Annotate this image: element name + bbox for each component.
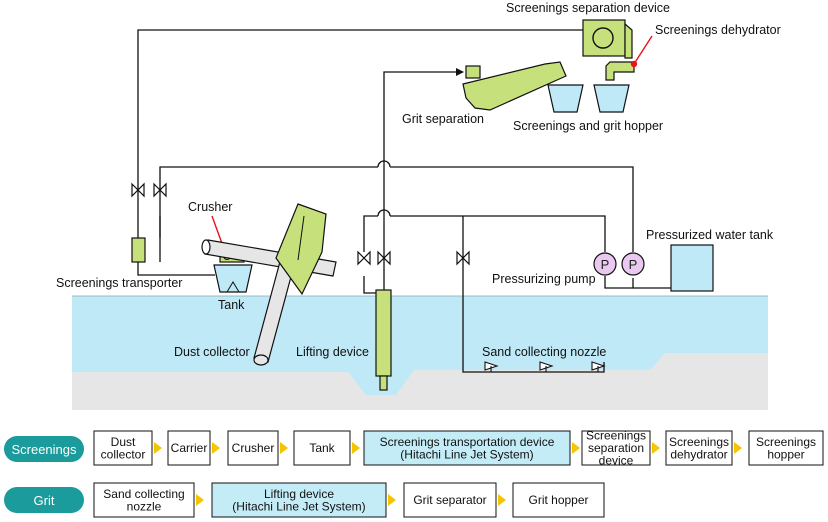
red-dot-icon [630,35,653,68]
tank [213,264,253,293]
label-screenings-transporter: Screenings transporter [56,276,182,290]
arrow-right-icon [196,494,204,506]
screenings-step-label: Screenings [586,429,646,443]
arrow-right-icon [352,442,360,454]
screenings-step-label: device [599,454,634,468]
screenings-dehydrator [605,61,635,81]
screenings-step-box: Carrier [167,430,211,466]
grit-step-label: (Hitachi Line Jet System) [232,499,365,513]
valve-icon[interactable] [357,250,371,266]
valve-icon[interactable] [456,250,470,266]
screen-rake [275,203,327,296]
label-crusher: Crusher [188,200,232,214]
screenings-separation-device [582,19,633,59]
grit-hopper [547,84,584,113]
screenings-step-label: Crusher [232,441,275,455]
grit-step-box: Grit separator [403,482,497,518]
grit-step-label: Lifting device [264,487,334,501]
pump-circle-icon: P [593,252,617,276]
grit-pill-label: Grit [34,493,55,508]
label-screenings-dehydrator: Screenings dehydrator [655,23,781,37]
screenings-step-box: Tank [293,430,351,466]
arrow-right-icon [498,494,506,506]
arrow-right-icon [154,442,162,454]
label-sand-collecting-nozzle: Sand collecting nozzle [482,345,606,359]
label-pressurized-water-tank: Pressurized water tank [646,228,774,242]
screenings-step-label: Screenings transportation device [380,435,555,449]
label-tank: Tank [218,298,245,312]
screenings-step-box: Screenings transportation device(Hitachi… [363,430,571,466]
screenings-step-label: dehydrator [670,447,727,461]
screenings-step-label: Carrier [171,441,208,455]
grit-step-box: Lifting device(Hitachi Line Jet System) [211,482,387,518]
lifting-device [375,289,392,391]
grit-step-label: nozzle [127,499,162,513]
label-screenings-separation-device: Screenings separation device [506,1,670,15]
screenings-transporter [131,237,146,263]
screenings-flow-pill: Screenings [4,436,84,462]
valve-icon[interactable] [153,182,167,198]
screenings-step-label: separation [588,441,644,455]
screenings-step-label: hopper [767,447,804,461]
screenings-pill-label: Screenings [11,442,77,457]
grit-step-label: Grit hopper [528,493,588,507]
label-lifting-device: Lifting device [296,345,369,359]
arrow-right-icon [388,494,396,506]
grit-step-label: Sand collecting [103,487,184,501]
grit-step-label: Grit separator [413,493,486,507]
arrow-right-icon [734,442,742,454]
valve-icon[interactable] [377,250,391,266]
screenings-step-label: Screenings [756,435,816,449]
svg-text:P: P [629,257,638,272]
label-screenings-and-grit-hopper: Screenings and grit hopper [513,119,663,133]
svg-text:P: P [601,257,610,272]
grit-flow-pill: Grit [4,487,84,513]
pressurized-water-tank [670,244,714,292]
arrow-right-icon [280,442,288,454]
grit-step-box: Grit hopper [512,482,605,518]
screenings-step-label: Dust [111,435,136,449]
grit-separator [462,61,567,111]
screenings-step-label: Screenings [669,435,729,449]
arrow-right-icon [652,442,660,454]
label-grit-separation: Grit separation [402,112,484,126]
screenings-step-label: collector [101,447,146,461]
label-dust-collector: Dust collector [174,345,250,359]
valve-icon[interactable] [131,182,145,198]
label-pressurizing-pump: Pressurizing pump [492,272,596,286]
sand-collecting-nozzle [463,361,606,373]
arrow-right-icon [212,442,220,454]
arrow-right-icon [572,442,580,454]
pump-circle-icon: P [621,252,645,276]
screenings-step-box: Crusher [227,430,279,466]
screenings-hopper [593,84,630,113]
water-body [72,295,768,395]
screenings-step-label: Tank [309,441,335,455]
screenings-step-label: (Hitachi Line Jet System) [400,447,533,461]
